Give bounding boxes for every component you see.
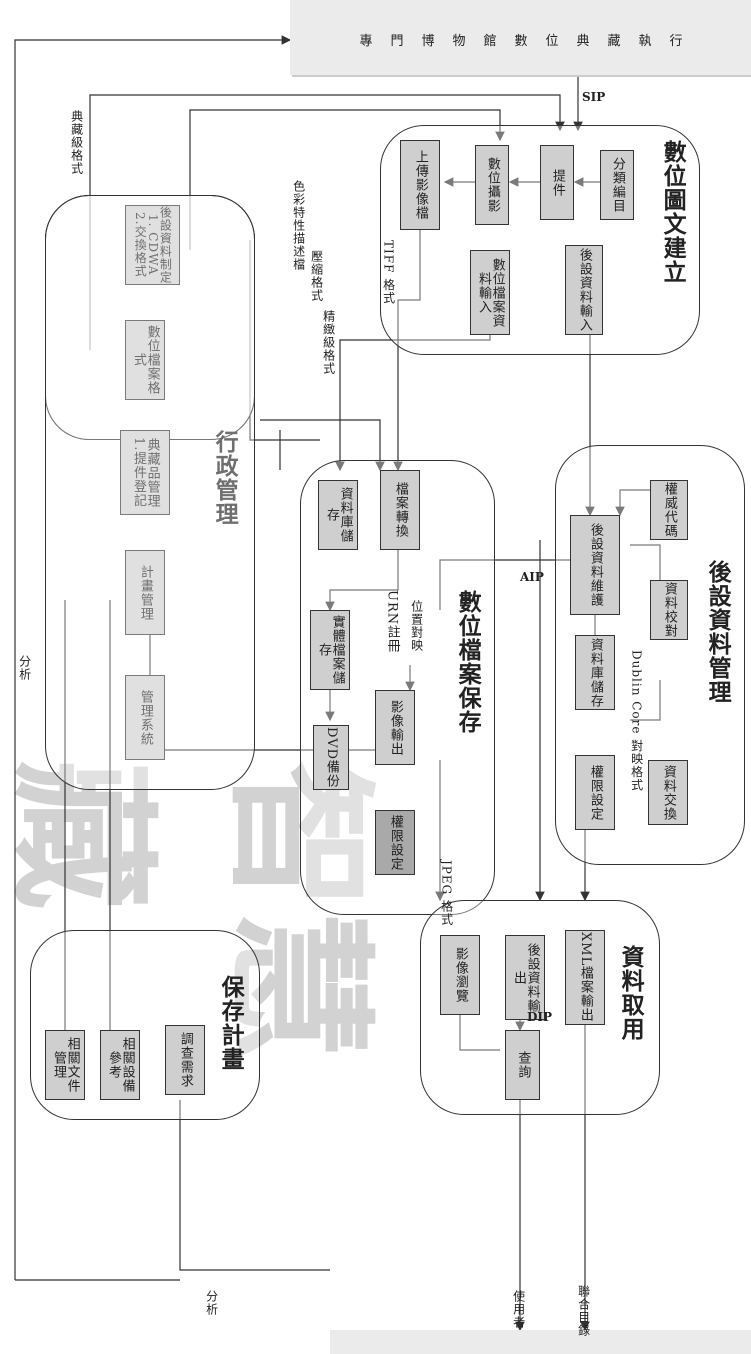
label-aip: AIP	[520, 570, 544, 584]
panel-plan-title: 保存計畫	[217, 975, 245, 1071]
label-sip: SIP	[582, 90, 606, 104]
panel-access-title: 資料取用	[617, 945, 645, 1041]
box-exchange: 資料交換	[648, 760, 688, 825]
box-image-output: 影像輸出	[375, 690, 415, 765]
box-plan-mgmt: 計畫管理	[125, 550, 165, 635]
label-dublin-core: Dublin Core 對映格式	[629, 650, 644, 792]
box-file-input: 數位檔案資料輸入	[470, 250, 510, 335]
label-position-map: 位置對映	[409, 600, 424, 652]
box-data-store: 資料庫儲存	[318, 480, 358, 550]
box-meta-output: 後設資料輸出	[505, 935, 545, 1020]
label-compression: 壓縮格式	[309, 250, 324, 302]
box-urn: URN註冊	[385, 590, 425, 660]
label-jpeg: JPEG 格式	[439, 860, 454, 927]
box-file-format: 數位檔案格式	[125, 320, 165, 400]
box-convert: 檔案轉換	[380, 470, 420, 550]
box-classify: 分類編目	[600, 150, 634, 220]
box-image-browse: 影像瀏覽	[440, 935, 480, 1015]
box-authority: 權威代碼	[650, 480, 688, 540]
label-tiff: TIFF 格式	[381, 240, 396, 305]
box-survey: 調查需求	[165, 1025, 205, 1095]
box-doc-mgmt: 相關文件管理	[45, 1030, 85, 1100]
box-proof: 資料校對	[650, 580, 688, 640]
box-retrieve: 提件	[540, 145, 574, 220]
label-analysis-left: 分析	[17, 655, 32, 681]
external-bottom	[330, 1330, 751, 1354]
box-xml-output: XML檔案輸出	[565, 930, 605, 1025]
label-tag-format: 典藏級格式	[69, 110, 84, 175]
label-analysis-bottom: 分析	[204, 1290, 219, 1316]
panel-metadata-title: 後設資料管理	[704, 560, 732, 704]
external-source-text: 專門博物館數位典藏執行	[359, 34, 701, 49]
box-physical-store: 實體檔案儲存	[310, 610, 350, 690]
catalog-label: 聯合目錄	[576, 1285, 591, 1337]
label-fine-format: 精緻級格式	[321, 310, 336, 375]
external-source: 專門博物館數位典藏執行	[290, 0, 751, 75]
box-collection-mgmt: 典藏品管理 1.提件登記	[120, 430, 170, 515]
label-color-std: 色彩特性描述檔	[291, 180, 306, 271]
box-meta-format: 後設資料制定 1. CDWA 2.交換格式	[125, 205, 180, 285]
box-permission-preserve: 權限設定	[375, 810, 415, 875]
box-dvd: DVD備份	[313, 725, 349, 790]
box-photo: 數位攝影	[475, 145, 509, 225]
users-label: 使用者	[511, 1290, 526, 1329]
panel-preserve-title: 數位檔案保存	[454, 590, 482, 734]
box-meta-maint: 後設資料維護	[570, 515, 620, 615]
box-upload: 上傳影像檔	[400, 140, 440, 230]
panel-admin-title: 行政管理	[211, 430, 239, 526]
box-meta-input: 後設資料輸入	[565, 245, 603, 335]
panel-admin-drawn	[45, 195, 255, 790]
box-equip-ref: 相關設備參考	[100, 1030, 140, 1100]
box-permission-meta: 權限設定	[575, 755, 615, 830]
box-mgmt-system: 管理系統	[125, 675, 165, 760]
panel-digitize-title: 數位圖文建立	[659, 140, 687, 284]
box-query: 查詢	[505, 1030, 540, 1100]
urn-label: URN註冊	[384, 590, 400, 654]
label-dip: DIP	[527, 1010, 553, 1024]
box-db-store: 資料庫儲存	[575, 635, 615, 710]
